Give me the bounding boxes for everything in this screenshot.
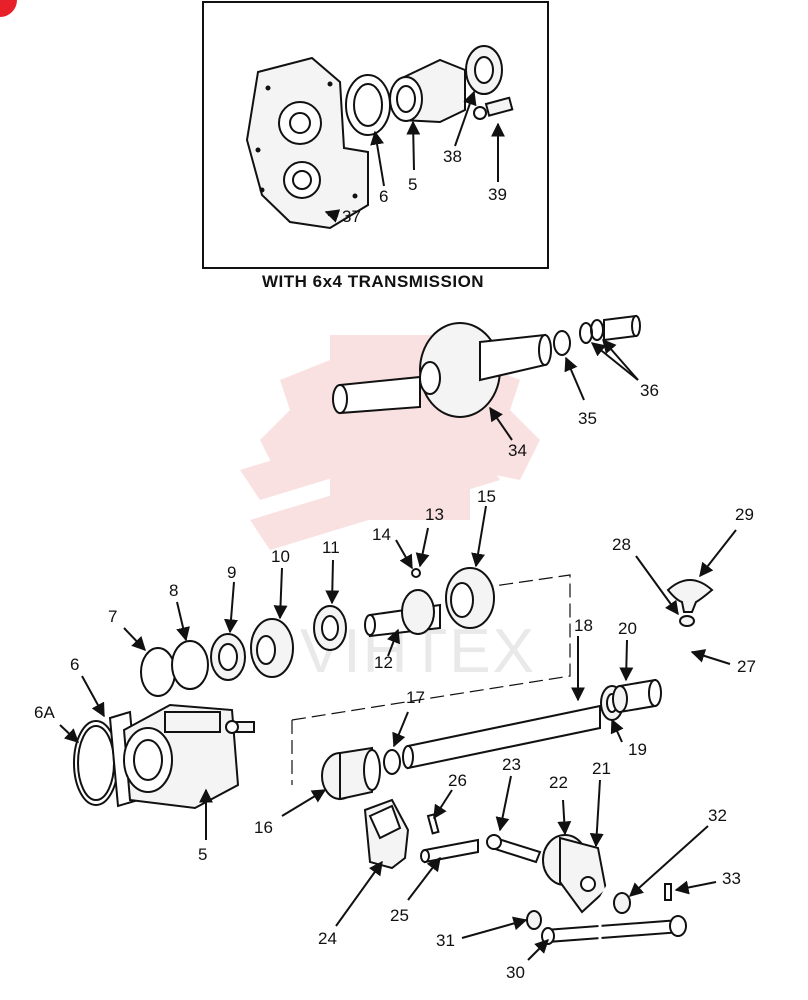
part-33-pin [664, 883, 672, 901]
part-7-snap-ring [140, 647, 176, 697]
part-30-lever [541, 915, 687, 945]
part-13-ball [411, 568, 421, 578]
part-5-cover [122, 703, 255, 810]
callout-6-inset: 6 [379, 187, 388, 206]
callout-10: 10 [271, 547, 290, 566]
part-6-gasket-inset [345, 74, 391, 136]
part-17-snap-ring [383, 749, 401, 775]
callout-23: 23 [502, 755, 521, 774]
callout-13: 13 [425, 505, 444, 524]
callout-36: 36 [640, 381, 659, 400]
callout-30: 30 [506, 963, 525, 982]
part-35-snap-ring [553, 330, 571, 356]
callout-22: 22 [549, 773, 568, 792]
callout-32: 32 [708, 806, 727, 825]
callout-5: 5 [198, 845, 207, 864]
callout-19: 19 [628, 740, 647, 759]
part-20-bearing [612, 678, 662, 714]
callout-6: 6 [70, 655, 79, 674]
callout-35: 35 [578, 409, 597, 428]
callout-25: 25 [390, 906, 409, 925]
callout-21: 21 [592, 759, 611, 778]
part-23-shift-shaft [486, 834, 542, 864]
part-8-spacer [171, 640, 209, 690]
part-10-gear [250, 618, 294, 678]
inset-caption: WITH 6x4 TRANSMISSION [262, 272, 484, 291]
part-27-shift-lever [598, 649, 690, 960]
part-32-seal [613, 892, 631, 914]
callout-18: 18 [574, 616, 593, 635]
part-24-shift-fork [363, 798, 410, 870]
callout-6A: 6A [34, 703, 55, 722]
part-26-pin [426, 813, 440, 835]
part-16-gear [321, 746, 381, 801]
part-34-gear-shaft [332, 322, 552, 418]
part-22-cover-plate [542, 834, 608, 914]
callout-7: 7 [108, 607, 117, 626]
assembly-guide-line [291, 574, 571, 785]
callout-17: 17 [406, 688, 425, 707]
callout-38: 38 [443, 147, 462, 166]
part-18-output-shaft [402, 704, 601, 770]
callout-27: 27 [737, 657, 756, 676]
inset-frame [202, 1, 549, 269]
part-5-cover-inset [389, 58, 466, 124]
callout-11: 11 [322, 538, 340, 557]
callout-15: 15 [477, 487, 496, 506]
callout-29: 29 [735, 505, 754, 524]
part-11-bearing [313, 605, 347, 651]
callout-20: 20 [618, 619, 637, 638]
part-39-screw-inset [473, 96, 514, 120]
part-29-knob [666, 579, 714, 613]
callout-26: 26 [448, 771, 467, 790]
part-15-sliding-clutch [445, 567, 495, 629]
part-28-nut [679, 615, 695, 627]
callout-12: 12 [374, 653, 393, 672]
callout-16: 16 [254, 818, 273, 837]
part-38-bearing-inset [465, 45, 503, 95]
callout-8: 8 [169, 581, 178, 600]
part-36-spacers [579, 314, 641, 344]
callout-37: 37 [342, 207, 361, 226]
callout-24: 24 [318, 929, 337, 948]
part-25-shift-rail [420, 838, 479, 864]
callout-34: 34 [508, 441, 527, 460]
corner-badge [0, 0, 17, 17]
part-31-washer [526, 910, 542, 930]
callout-33: 33 [722, 869, 741, 888]
callout-31: 31 [436, 931, 455, 950]
callout-28: 28 [612, 535, 631, 554]
callout-9: 9 [227, 563, 236, 582]
part-9-bearing [210, 633, 246, 681]
callout-5-inset: 5 [408, 175, 417, 194]
part-12-shaft [364, 589, 441, 638]
callout-14: 14 [372, 525, 391, 544]
part-37-transfer-case-housing [245, 56, 369, 230]
callout-39: 39 [488, 185, 507, 204]
